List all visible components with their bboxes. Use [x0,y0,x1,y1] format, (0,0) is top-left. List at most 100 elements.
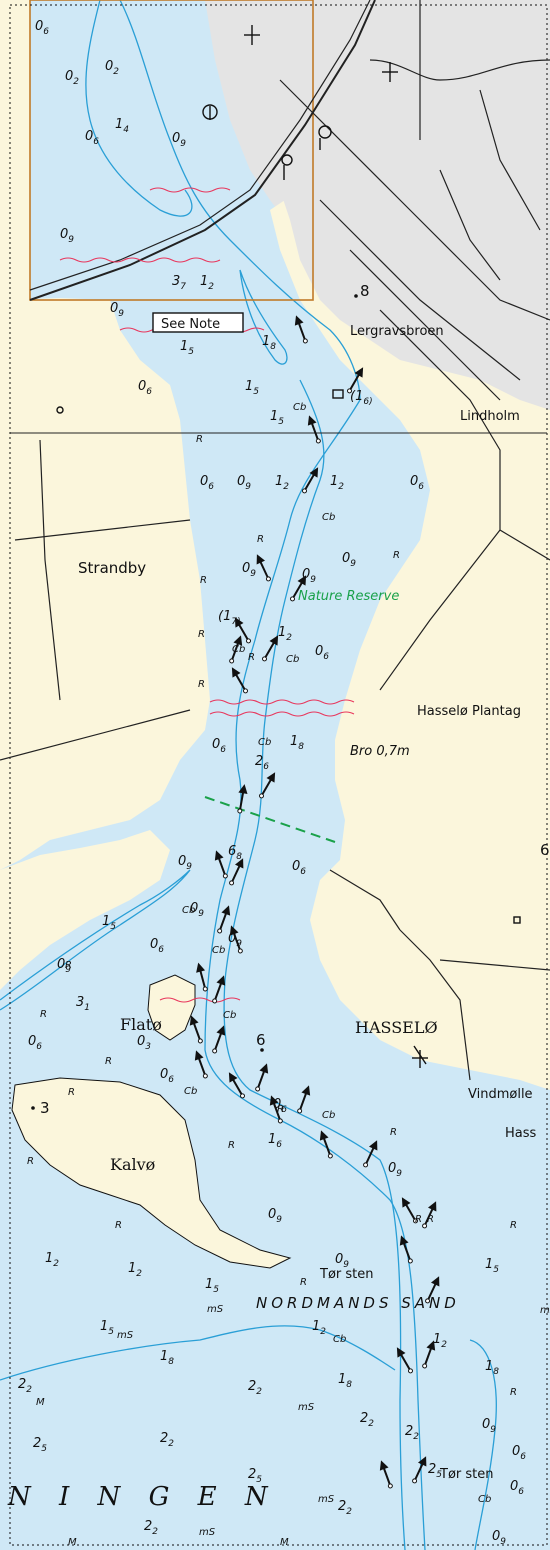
sounding: 06 [410,474,424,492]
place-vindmolle: Vindmølle [468,1087,533,1102]
sounding: 15 [485,1257,499,1275]
seabed-quality: R [427,1214,434,1225]
buoy-icon [229,635,243,664]
buoy-icon [255,1063,269,1092]
buoy-icon [412,1456,427,1484]
see-note-box[interactable] [152,312,244,333]
see-note-label[interactable]: See Note [161,317,220,332]
tank-icon [281,154,293,180]
sounding: 06 [512,1444,526,1462]
sounding: 22 [338,1499,352,1517]
seabed-quality: Cb [293,402,306,413]
sounding: 25 [33,1436,47,1454]
sounding: 15 [270,409,284,427]
sounding: 06 [85,129,99,147]
inset-frame [29,0,314,301]
sounding: 12 [45,1251,59,1269]
sounding: 09 [388,1161,402,1179]
seabed-quality: mS [540,1305,550,1316]
landmark-symbols [56,25,521,1068]
sounding: 22 [360,1411,374,1429]
label-bro: Bro 0,7m [350,744,410,759]
sounding: 06 [273,1097,287,1115]
place-ningen: N I N G E N [7,1482,278,1512]
buoy-icon [401,1197,418,1224]
seabed-quality: R [27,1156,34,1167]
sounding: 06 [510,1479,524,1497]
seabed-quality: R [65,960,72,971]
sounding: 15 [245,379,259,397]
sounding: 09 [302,567,316,585]
sounding: 31 [76,995,90,1013]
seabed-quality: R [196,434,203,445]
spot-height-dot [260,1048,264,1052]
seabed-quality: R [68,1087,75,1098]
buoy-icon [269,1095,283,1124]
buoy-icon [290,575,307,602]
sounding: 03 [137,1034,151,1052]
seabed-quality: Cb [212,945,225,956]
sounding: 18 [290,734,304,752]
buoy-icon [422,1340,436,1369]
spot-height-dot [31,1106,35,1110]
seabed-quality: R [198,679,205,690]
seabed-quality: R [200,575,207,586]
buoy-icon [425,1276,440,1304]
spot-height: 6 [256,1031,266,1049]
tower-icon [332,389,344,399]
seabed-quality: mS [207,1304,224,1315]
sounding: 12 [128,1261,142,1279]
sounding: 15 [100,1319,114,1337]
place-hasselo: HASSELØ [355,1018,438,1037]
sounding: 09 [178,854,192,872]
buoy-icon [297,1085,311,1114]
spot-height: 3 [40,1099,50,1117]
seabed-quality: R [257,534,264,545]
sounding: 06 [315,644,329,662]
sounding: 15 [102,914,116,932]
sounding: 12 [278,625,292,643]
buoy-icon [262,635,279,662]
buoy-icon [379,1460,393,1489]
place-flato: Flatø [120,1015,162,1034]
seabed-quality: R [415,1214,422,1225]
land-lower-west [0,830,170,990]
sounding: 18 [160,1349,174,1367]
sounding: 06 [160,1067,174,1085]
sounding: 06 [212,737,226,755]
buoy-icon [231,667,248,694]
sounding: 09 [482,1417,496,1435]
chart-border [9,4,548,1546]
buoy-icon [319,1130,333,1159]
buoy-icon [363,1140,378,1168]
church-icon [244,25,260,45]
seabed-quality: mS [117,1330,134,1341]
island-flato [147,974,196,1041]
land-strandby [0,298,210,870]
sounding: 18 [485,1359,499,1377]
buoy-icon [229,925,243,954]
sounding: (16) [350,389,373,407]
sounding: 22 [18,1377,32,1395]
sounding: 26 [255,754,269,772]
sounding: 09 [242,561,256,579]
sounding: 18 [262,334,276,352]
seabed-quality: mS [199,1527,216,1538]
sounding: 06 [200,474,214,492]
building-icon [513,916,521,924]
place-tor-sten-2: Tør sten [439,1467,493,1482]
sounding: 06 [28,1034,42,1052]
buoy-icon [307,415,321,444]
sounding: 06 [35,19,49,37]
sounding: 25 [248,1467,262,1485]
seabed-quality: Cb [478,1494,491,1505]
sounding: 16 [268,1132,282,1150]
place-lergravsbroen: Lergravsbroen [350,324,444,339]
buoy-icon [294,315,308,344]
sounding: 09 [342,551,356,569]
place-lindholm: Lindholm [460,409,520,424]
buoy-icon [399,1235,413,1264]
seabed-qualities: CbCbCbCbCbCbCbCbCbCbCbCbRRRRRRRRRRRRRRRR… [27,402,550,1548]
sounding: 12 [330,474,344,492]
